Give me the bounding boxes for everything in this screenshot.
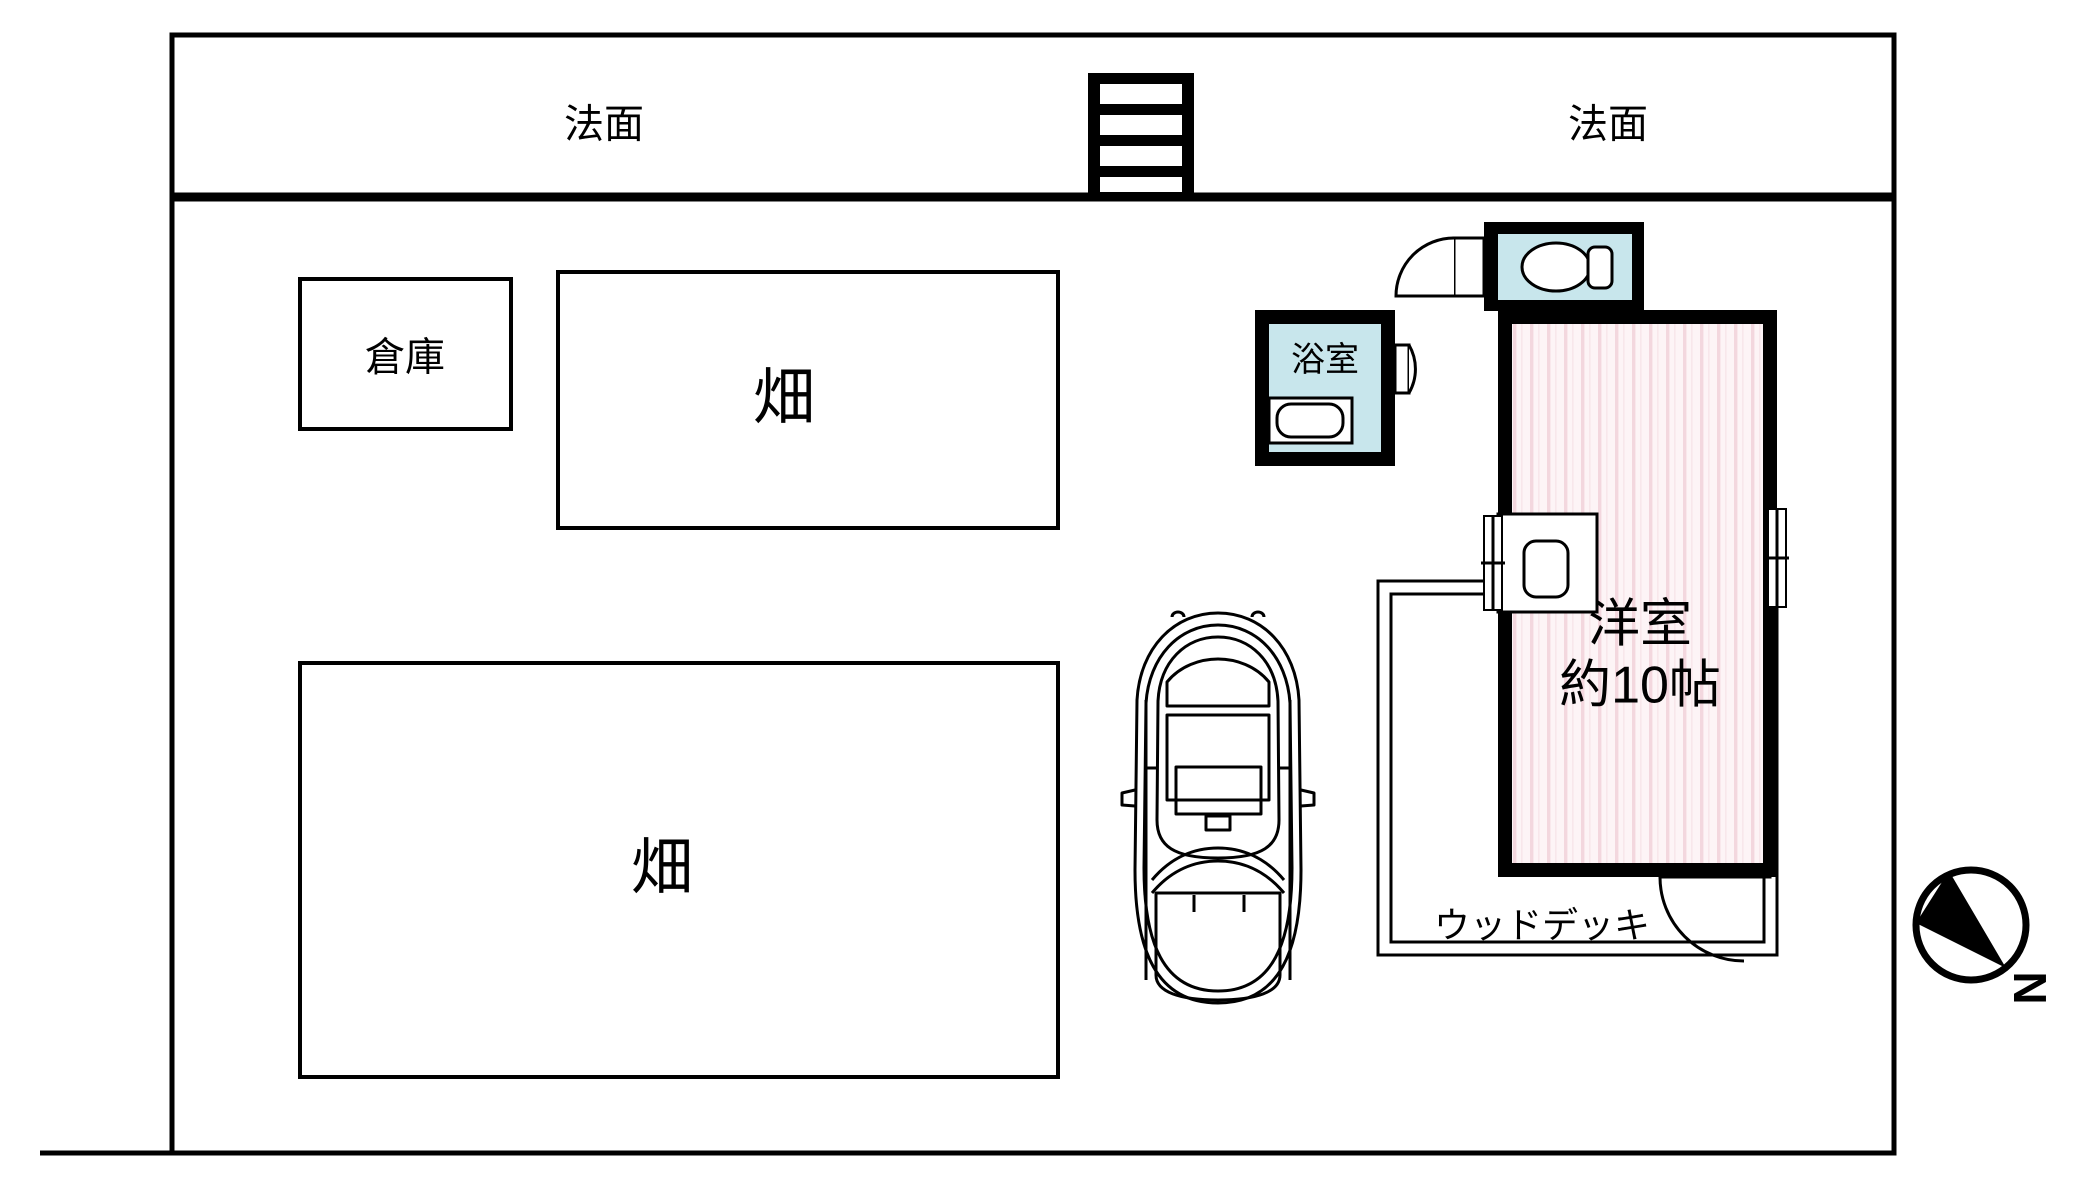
site-boundary (40, 32, 1897, 1156)
car-roof (1155, 635, 1281, 860)
car-mirror-left (1120, 788, 1136, 808)
sliding-window-right (1765, 508, 1789, 608)
field-upper-outline (556, 270, 1060, 530)
compass-rose: N (1912, 866, 2056, 1005)
stairs-to-road (1088, 73, 1194, 201)
kitchen-sink-unit (1496, 512, 1599, 614)
car-roof-nub-left (1170, 610, 1186, 618)
car-body-inner (1142, 623, 1294, 993)
toilet-bowl (1520, 241, 1592, 293)
car-front-window-inner (1150, 859, 1286, 894)
car-front-window (1150, 846, 1286, 881)
label-field-lower: 畑 (631, 833, 693, 902)
bathtub-fixture (1275, 402, 1345, 439)
car-roof-nub-right (1250, 610, 1266, 618)
site-outline-path (169, 32, 1897, 1156)
label-field-upper: 畑 (753, 363, 815, 432)
label-warehouse: 倉庫 (365, 336, 445, 380)
parked-car (1120, 610, 1316, 1005)
field-upper-block: 畑 (556, 270, 1060, 530)
stairs-tread (1088, 135, 1194, 146)
car-cabin (1165, 713, 1271, 802)
compass-needle-dark (1916, 871, 2006, 968)
label-room-name: 洋室 (1588, 596, 1692, 654)
car-panel-small (1204, 814, 1232, 832)
car-panel (1174, 765, 1263, 816)
field-lower-outline (298, 661, 1060, 1079)
svg-text:N: N (2004, 971, 2056, 1004)
house-main-room: 洋室 約10帖 (1498, 310, 1777, 877)
sliding-window-left (1481, 515, 1505, 611)
stairs-tread (1088, 192, 1194, 201)
label-slope-left: 法面 (564, 103, 644, 147)
bathroom-unit: 浴室 (1255, 310, 1417, 466)
stairs-tread (1088, 166, 1194, 177)
toilet-door-leaf (1452, 236, 1486, 298)
car-hood (1154, 891, 1282, 1002)
field-lower-block: 畑 (298, 661, 1060, 1079)
toilet-tank (1586, 245, 1614, 290)
label-wood-deck: ウッドデッキ (1434, 905, 1650, 946)
toilet-door-swing-arc (1394, 236, 1455, 298)
compass-north-letter: N (2004, 971, 2056, 1004)
label-slope-right: 法面 (1568, 103, 1648, 147)
stairs-tread (1088, 73, 1194, 84)
label-bathroom: 浴室 (1291, 341, 1359, 379)
warehouse-outline (298, 277, 513, 431)
car-mirror-right (1300, 788, 1316, 808)
label-room-size: 約10帖 (1559, 657, 1721, 715)
sink-basin (1522, 539, 1570, 599)
warehouse-block: 倉庫 (298, 277, 513, 431)
bathroom-door-swing-arc (1407, 344, 1417, 394)
car-body-outline (1133, 611, 1303, 1005)
deck-door-swing-arc (1658, 876, 1745, 963)
stairs-tread (1088, 104, 1194, 115)
car-rear-window (1165, 657, 1271, 708)
toilet-room (1394, 222, 1644, 311)
bathroom-door-leaf (1393, 343, 1411, 395)
